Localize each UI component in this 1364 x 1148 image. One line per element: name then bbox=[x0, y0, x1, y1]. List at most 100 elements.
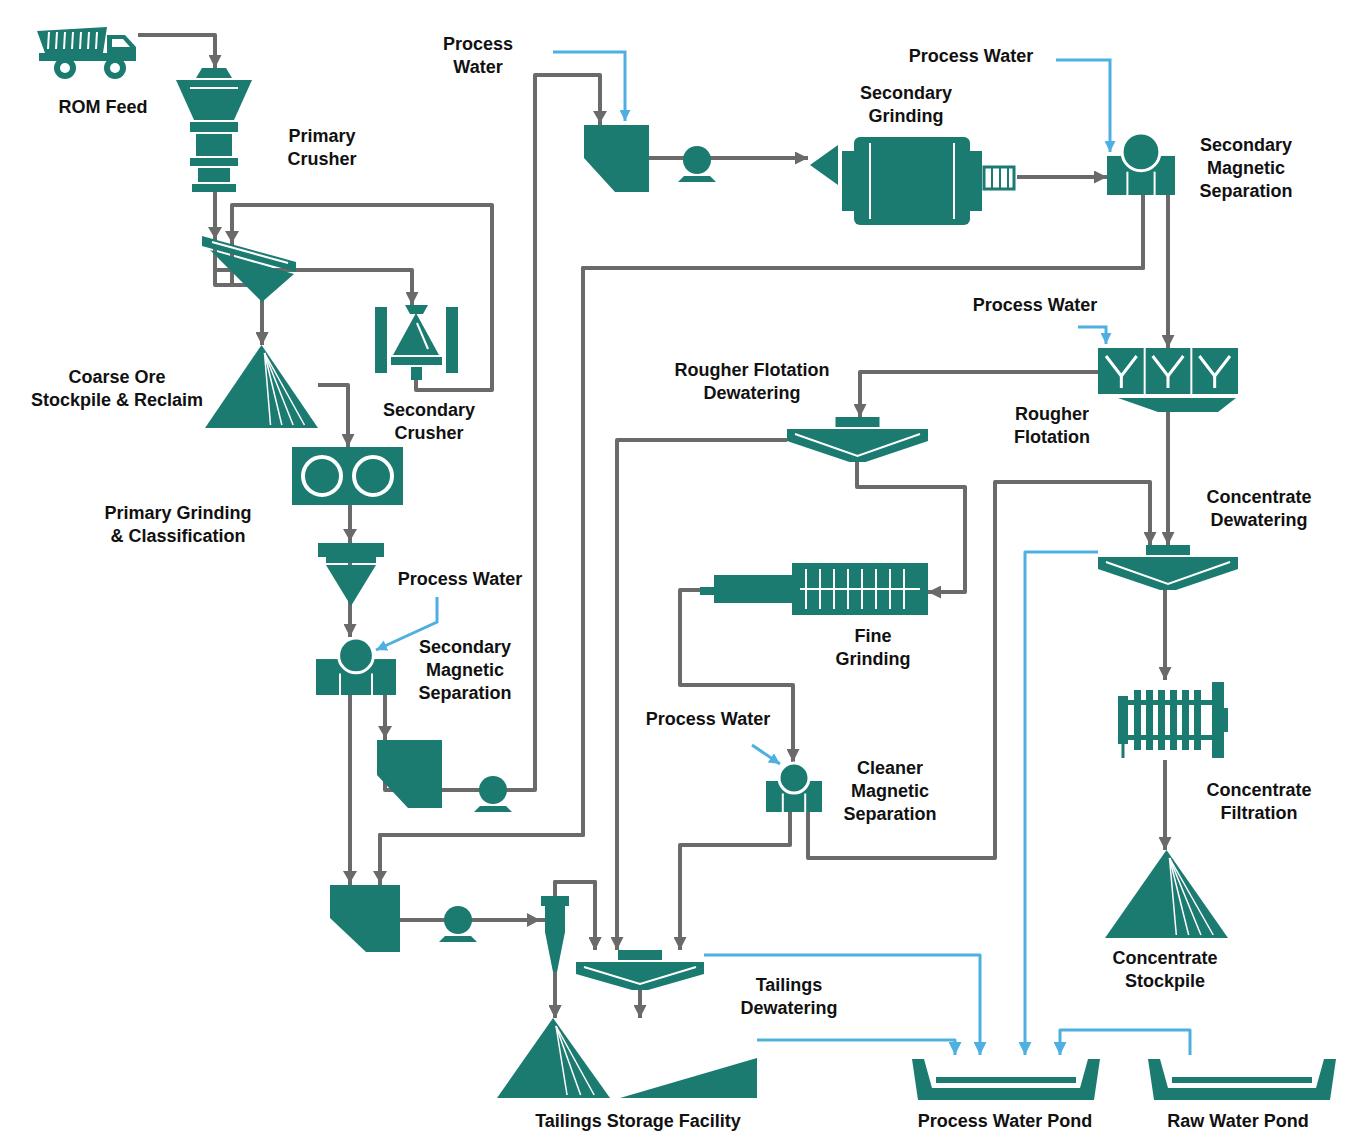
slurry-flow-arrow bbox=[617, 440, 787, 950]
equipment-icon bbox=[1118, 680, 1228, 760]
pipe-line bbox=[1056, 60, 1110, 152]
equipment-icon bbox=[375, 305, 458, 380]
process-water-label: Process Water bbox=[909, 45, 1033, 68]
equipment-shape bbox=[620, 1058, 757, 1098]
equipment-node: Secondary Crusher bbox=[375, 305, 458, 380]
detail-line bbox=[1106, 562, 1230, 584]
equipment-node: Concentrate Dewatering bbox=[1098, 545, 1238, 590]
equipment-node: ROM Feed bbox=[35, 25, 138, 80]
equipment-icon bbox=[1105, 850, 1228, 938]
equipment-shape bbox=[474, 806, 512, 812]
equipment-shape bbox=[339, 638, 374, 673]
equipment-shape bbox=[1118, 398, 1236, 412]
equipment-shape bbox=[527, 913, 540, 927]
water-flow-arrow bbox=[704, 955, 980, 1055]
equipment-label: Concentrate Dewatering bbox=[1202, 486, 1317, 532]
equipment-label: Cleaner Magnetic Separation bbox=[838, 757, 943, 826]
slurry-flow-arrow bbox=[1163, 760, 1167, 850]
equipment-icon bbox=[292, 447, 403, 505]
equipment-shape bbox=[192, 184, 236, 192]
equipment-shape bbox=[292, 447, 403, 505]
equipment-shape bbox=[343, 529, 357, 541]
equipment-shape bbox=[497, 1018, 610, 1098]
equipment-shape bbox=[326, 565, 376, 606]
equipment-label: Process Water Pond bbox=[918, 1110, 1092, 1133]
equipment-label: Secondary Magnetic Separation bbox=[413, 636, 518, 705]
detail-line bbox=[72, 32, 73, 49]
pipe-line bbox=[752, 745, 780, 764]
equipment-shape bbox=[700, 587, 714, 595]
equipment-shape bbox=[545, 932, 565, 972]
detail-line bbox=[556, 1026, 594, 1095]
equipment-label: Secondary Magnetic Separation bbox=[1194, 134, 1299, 203]
equipment-shape bbox=[330, 885, 400, 952]
detail-line bbox=[1170, 858, 1214, 935]
equipment-shape bbox=[198, 168, 230, 182]
equipment-shape bbox=[1182, 690, 1189, 750]
detail-line bbox=[48, 32, 49, 49]
equipment-shape bbox=[354, 457, 392, 495]
equipment-shape bbox=[446, 307, 458, 373]
equipment-shape bbox=[411, 367, 422, 380]
detail-line bbox=[819, 569, 821, 609]
equipment-shape bbox=[1105, 850, 1228, 938]
equipment-shape bbox=[377, 740, 442, 808]
equipment-shape bbox=[714, 575, 792, 603]
process-water-label: Process Water bbox=[646, 708, 770, 731]
detail-line bbox=[999, 167, 1001, 189]
equipment-shape bbox=[584, 125, 649, 192]
equipment-shape bbox=[683, 146, 711, 174]
equipment-shape bbox=[1212, 682, 1224, 758]
detail-line bbox=[1106, 356, 1137, 376]
equipment-shape bbox=[1170, 690, 1177, 750]
equipment-shape bbox=[373, 871, 387, 883]
equipment-shape bbox=[196, 134, 232, 156]
detail-line bbox=[584, 967, 696, 984]
equipment-node: Primary Crusher bbox=[176, 68, 252, 192]
sump-symbol bbox=[330, 125, 649, 952]
pump-symbol bbox=[439, 146, 716, 942]
equipment-shape bbox=[936, 1077, 1076, 1083]
equipment-shape bbox=[378, 726, 392, 738]
detail-line bbox=[889, 569, 891, 609]
detail-line bbox=[417, 323, 428, 349]
detail-line bbox=[805, 569, 807, 609]
cyclone-symbol bbox=[318, 543, 384, 606]
detail-line bbox=[190, 87, 238, 89]
equipment-node: Secondary Magnetic Separation bbox=[316, 637, 396, 695]
equipment-label: ROM Feed bbox=[58, 96, 147, 119]
equipment-shape bbox=[836, 417, 880, 427]
equipment-shape bbox=[190, 122, 238, 132]
equipment-label: Tailings Dewatering bbox=[737, 974, 842, 1020]
equipment-shape bbox=[110, 63, 120, 73]
equipment-shape bbox=[326, 557, 376, 563]
detail-line bbox=[1007, 167, 1009, 189]
detail-line bbox=[80, 32, 81, 49]
detail-line bbox=[265, 353, 305, 425]
equipment-node: Process Water Pond bbox=[912, 1055, 1100, 1100]
detail-line bbox=[1154, 172, 1156, 195]
equipment-label: Fine Grinding bbox=[828, 625, 918, 671]
equipment-icon bbox=[700, 563, 928, 615]
equipment-node: Raw Water Pond bbox=[1148, 1055, 1336, 1100]
detail-line bbox=[1153, 356, 1184, 376]
detail-line bbox=[371, 674, 373, 695]
equipment-shape bbox=[854, 137, 970, 225]
equipment-icon bbox=[176, 68, 252, 192]
equipment-shape bbox=[439, 936, 477, 942]
equipment-node: Rougher Flotation Dewatering bbox=[787, 417, 928, 462]
slurry-flow-arrow bbox=[1017, 175, 1107, 179]
equipment-node: Rougher Flotation bbox=[1098, 348, 1238, 412]
detail-line bbox=[56, 32, 57, 49]
equipment-shape bbox=[1118, 696, 1128, 744]
equipment-icon bbox=[316, 637, 396, 695]
equipment-shape bbox=[1146, 690, 1153, 750]
equipment-label: Raw Water Pond bbox=[1167, 1110, 1308, 1133]
equipment-label: Primary Crusher bbox=[272, 125, 372, 171]
slurry-flow-arrow bbox=[1166, 412, 1170, 545]
equipment-shape bbox=[208, 227, 222, 239]
equipment-shape bbox=[54, 57, 76, 79]
detail-line bbox=[1144, 348, 1146, 394]
equipment-icon bbox=[1098, 545, 1238, 590]
detail-line bbox=[1167, 376, 1170, 388]
